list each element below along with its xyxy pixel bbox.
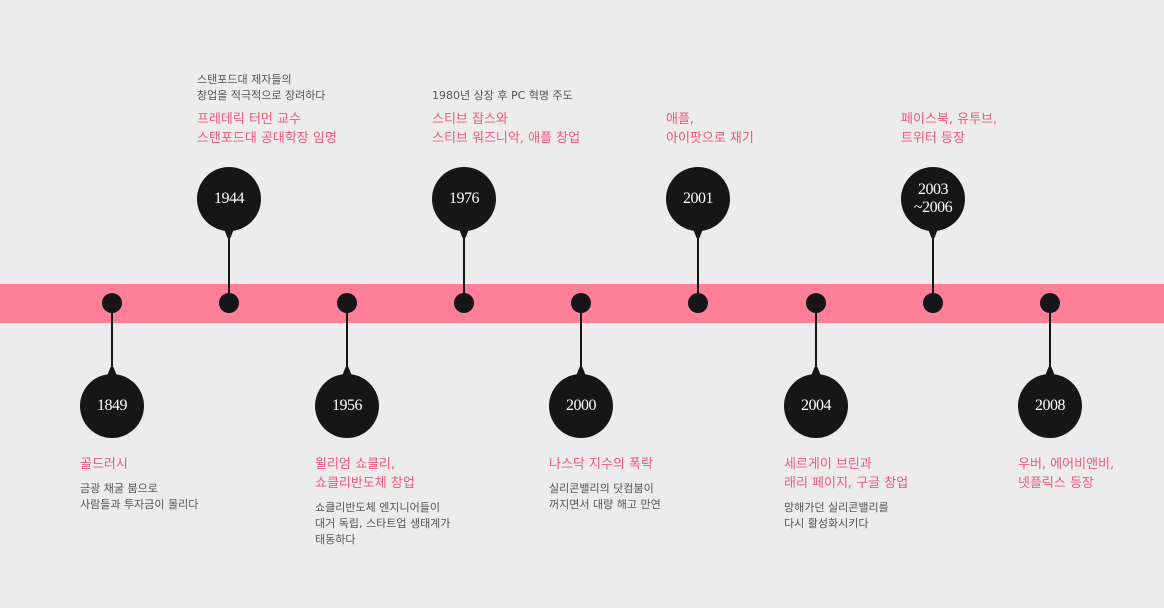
year-label: 1944 (214, 190, 245, 207)
event-title: 윌리엄 쇼클리, 쇼클리반도체 창업 (315, 457, 415, 491)
connector-line (815, 308, 817, 376)
event-description: 스탠포드대 제자들의 창업을 적극적으로 장려하다 (197, 73, 326, 102)
event-description: 쇼클리반도체 엔지니어들이 대거 독립, 스타트업 생태계가 태동하다 (315, 501, 451, 546)
timeline-dot (102, 293, 122, 313)
event-title: 우버, 에어비앤비, 넷플릭스 등장 (1018, 457, 1115, 491)
year-label: 1956 (332, 397, 363, 414)
event-title: 애플, 아이팟으로 재기 (666, 112, 754, 146)
event-text: 애플, 아이팟으로 재기 (666, 110, 926, 148)
timeline-dot (219, 293, 239, 313)
timeline-dot (571, 293, 591, 313)
event-text: 우버, 에어비앤비, 넷플릭스 등장 (1018, 455, 1164, 493)
event-title: 세르게이 브린과 래리 페이지, 구글 창업 (784, 457, 909, 491)
year-marker: 1944 (197, 167, 261, 231)
timeline-dot (688, 293, 708, 313)
year-marker: 2008 (1018, 374, 1082, 438)
timeline-dot (337, 293, 357, 313)
connector-line (111, 308, 113, 376)
year-label: 2008 (1035, 397, 1066, 414)
event-title: 페이스북, 유투브, 트위터 등장 (901, 112, 998, 146)
timeline-dot (1040, 293, 1060, 313)
year-label: 2000 (566, 397, 597, 414)
year-label: 2004 (801, 397, 832, 414)
year-label: 1849 (97, 397, 128, 414)
event-title: 나스닥 지수의 폭락 (549, 457, 653, 472)
event-title: 골드러시 (80, 457, 128, 472)
event-text: 페이스북, 유투브, 트위터 등장 (901, 110, 1161, 148)
connector-line (697, 228, 699, 298)
year-marker: 1956 (315, 374, 379, 438)
timeline-dot (454, 293, 474, 313)
event-description: 금광 채굴 붐으로 사람들과 투자금이 몰리다 (80, 482, 199, 511)
timeline-dot (806, 293, 826, 313)
connector-line (580, 308, 582, 376)
year-marker: 2004 (784, 374, 848, 438)
event-title: 스티브 잡스와 스티브 워즈니악, 애플 창업 (432, 112, 581, 146)
year-label: 1976 (449, 190, 480, 207)
connector-line (346, 308, 348, 376)
event-description: 실리콘밸리의 닷컴붐이 꺼지면서 대량 해고 만연 (549, 482, 661, 511)
timeline-dot (923, 293, 943, 313)
year-label: 2003 ~2006 (913, 181, 953, 216)
event-description: 1980년 상장 후 PC 혁명 주도 (432, 89, 573, 102)
event-title: 프레데릭 터먼 교수 스탠포드대 공대학장 임명 (197, 112, 337, 146)
connector-line (932, 228, 934, 298)
year-label: 2001 (683, 190, 714, 207)
connector-line (228, 228, 230, 298)
year-marker: 1849 (80, 374, 144, 438)
connector-line (463, 228, 465, 298)
year-marker: 2000 (549, 374, 613, 438)
event-description: 망해가던 실리콘밸리를 다시 활성화시키다 (784, 501, 889, 530)
year-marker: 1976 (432, 167, 496, 231)
year-marker: 2001 (666, 167, 730, 231)
connector-line (1049, 308, 1051, 376)
year-marker: 2003 ~2006 (901, 167, 965, 231)
